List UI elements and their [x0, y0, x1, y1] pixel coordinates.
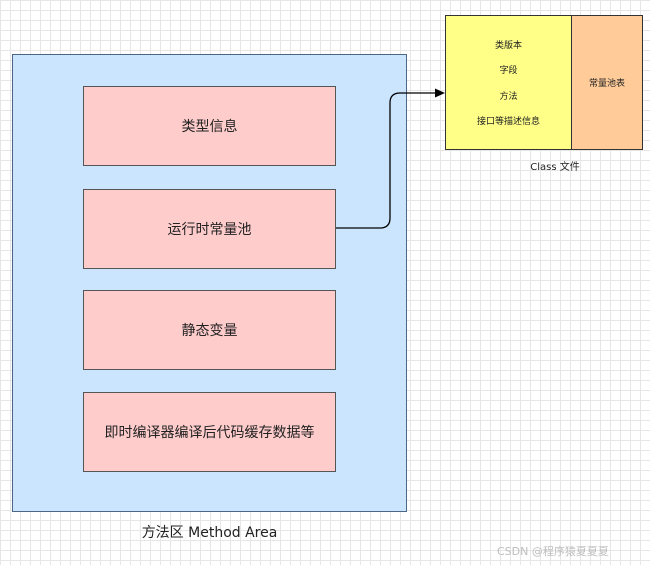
runtime-constant-pool-box: 运行时常量池 [83, 189, 336, 269]
class-file-caption: Class 文件 [530, 162, 580, 173]
jit-code-cache-box: 即时编译器编译后代码缓存数据等 [83, 392, 336, 472]
type-info-box: 类型信息 [83, 86, 336, 166]
static-variables-box: 静态变量 [83, 290, 336, 370]
class-file-structure-section: 类版本 字段 方法 接口等描述信息 [446, 16, 572, 149]
type-info-label: 类型信息 [181, 119, 238, 135]
static-variables-label: 静态变量 [181, 323, 238, 339]
connector-path [336, 92, 436, 229]
constant-pool-table-label: 常量池表 [588, 79, 625, 89]
methods-label: 方法 [499, 91, 518, 102]
watermark: CSDN @程序猿夏夏夏 [497, 545, 609, 558]
class-file-container: 类版本 字段 方法 接口等描述信息 常量池表 [445, 15, 643, 150]
method-area-caption: 方法区 Method Area [141, 525, 278, 541]
fields-label: 字段 [499, 66, 518, 77]
class-version-label: 类版本 [494, 41, 522, 52]
interface-info-label: 接口等描述信息 [476, 116, 540, 127]
constant-pool-table-section: 常量池表 [572, 16, 642, 149]
runtime-constant-pool-label: 运行时常量池 [167, 222, 252, 238]
arrowhead-icon [435, 88, 445, 98]
jit-code-cache-label: 即时编译器编译后代码缓存数据等 [104, 425, 315, 441]
